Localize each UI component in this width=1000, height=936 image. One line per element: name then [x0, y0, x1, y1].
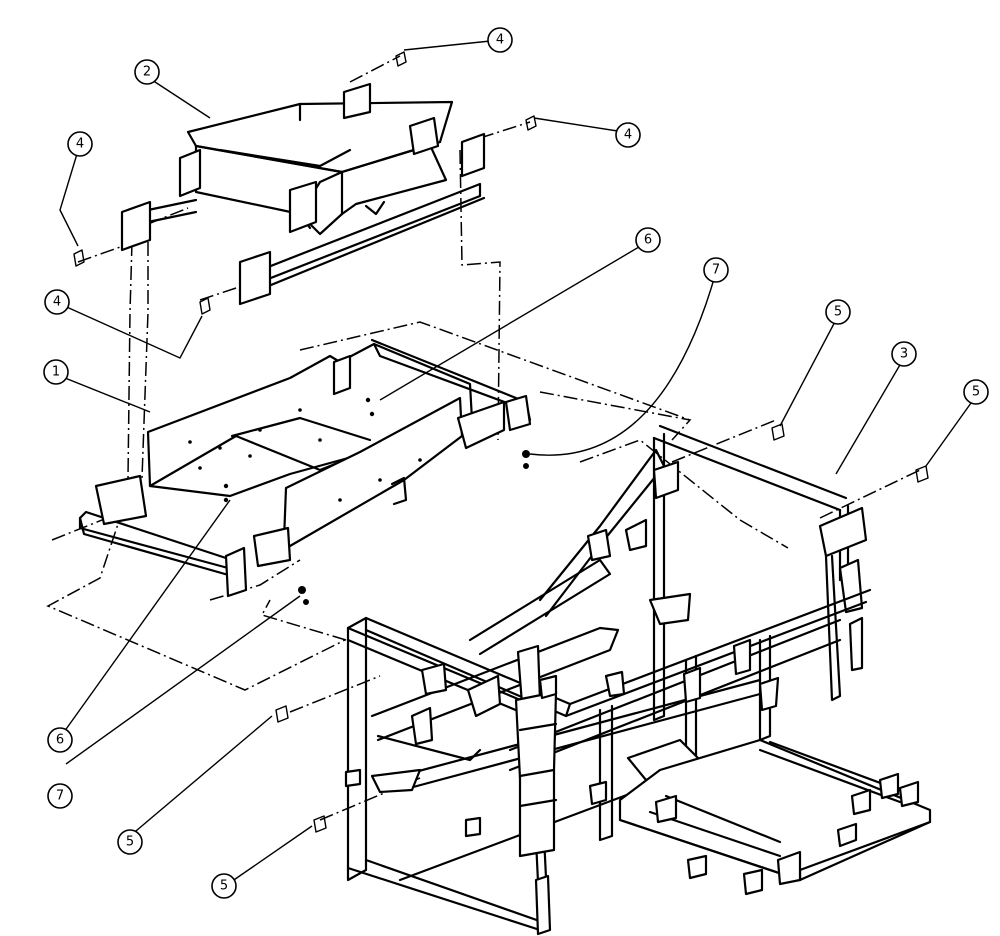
svg-text:5: 5: [126, 835, 134, 850]
svg-text:4: 4: [53, 295, 61, 310]
svg-text:7: 7: [56, 789, 64, 804]
svg-text:4: 4: [76, 137, 84, 152]
svg-text:4: 4: [496, 33, 504, 48]
leader-lines: [59, 39, 977, 885]
callout-7-lower: 7: [47, 783, 73, 809]
callout-6-lower: 6: [47, 727, 73, 753]
callout-2: 2: [134, 59, 160, 85]
callout-bubbles: 1 2 3 4 4 4 4 5: [43, 27, 989, 899]
svg-text:5: 5: [220, 879, 228, 894]
svg-text:6: 6: [56, 733, 64, 748]
mounting-plate-assembly: [78, 338, 532, 598]
callout-7-upper: 7: [703, 257, 729, 283]
svg-text:1: 1: [52, 365, 60, 380]
callout-5-upper: 5: [825, 299, 851, 325]
svg-text:7: 7: [712, 263, 720, 278]
svg-text:2: 2: [143, 65, 151, 80]
callout-4-lower: 4: [44, 289, 70, 315]
svg-text:6: 6: [644, 233, 652, 248]
callout-5-lower: 5: [117, 829, 143, 855]
callout-4-left: 4: [67, 131, 93, 157]
tray-assembly: [120, 82, 486, 306]
svg-text:3: 3: [900, 347, 908, 362]
base-frame-assembly: [344, 424, 932, 936]
svg-text:5: 5: [834, 305, 842, 320]
callout-6-upper: 6: [635, 227, 661, 253]
callout-3: 3: [891, 341, 917, 367]
callout-4-right: 4: [615, 122, 641, 148]
callout-5-right: 5: [963, 379, 989, 405]
callout-4-top-right: 4: [487, 27, 513, 53]
callout-1: 1: [43, 359, 69, 385]
hardware-holes: [188, 397, 530, 605]
callout-5-bottom: 5: [211, 873, 237, 899]
svg-text:4: 4: [624, 128, 632, 143]
svg-text:5: 5: [972, 385, 980, 400]
fasteners: [73, 51, 929, 833]
